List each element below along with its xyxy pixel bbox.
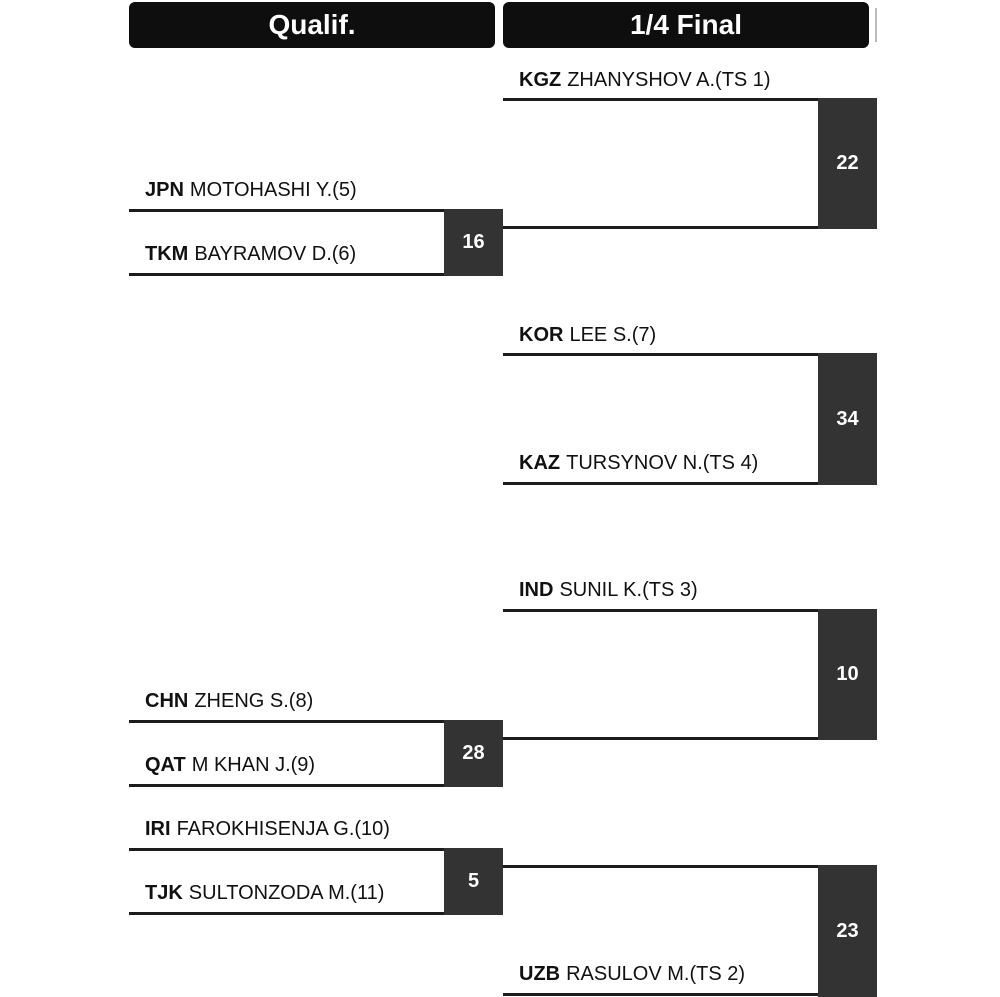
country-code: UZB [519, 963, 561, 985]
bracket-line [503, 609, 877, 612]
country-code: QAT [145, 754, 186, 776]
athlete-name: ZHANYSHOV A.(TS 1) [567, 69, 771, 91]
bracket-line [129, 273, 503, 276]
country-code: IND [519, 579, 554, 601]
qualif-match3-bout-number: 5 [444, 848, 503, 915]
bracket-line [503, 993, 877, 996]
country-code: IRI [145, 818, 171, 840]
qualif-header: Qualif. [129, 2, 495, 48]
qualif-match1-bout-number: 16 [444, 209, 503, 276]
country-code: JPN [145, 179, 184, 201]
athlete-name: SUNIL K.(TS 3) [559, 579, 698, 601]
athlete-name: RASULOV M.(TS 2) [566, 963, 746, 985]
quarterfinal-match4-bout-number: 23 [818, 865, 877, 997]
country-code: KGZ [519, 69, 562, 91]
header-divider [875, 8, 877, 42]
athlete-name: FAROKHISENJA G.(10) [176, 818, 390, 840]
athlete-name: ZHENG S.(8) [194, 690, 314, 712]
country-code: KAZ [519, 452, 561, 474]
bracket-line [503, 226, 877, 229]
country-code: TKM [145, 243, 189, 265]
bracket-line [503, 865, 877, 868]
bracket-line [129, 720, 503, 723]
bracket-line [503, 353, 877, 356]
quarterfinal-match2-bout-number: 34 [818, 353, 877, 485]
country-code: TJK [145, 882, 183, 904]
quarterfinal-match1-bout-number: 22 [818, 98, 877, 229]
quarterfinal-header: 1/4 Final [503, 2, 869, 48]
bracket-line [503, 482, 877, 485]
bracket-line [129, 209, 503, 212]
quarterfinal-match3-bout-number: 10 [818, 609, 877, 740]
country-code: KOR [519, 324, 564, 346]
bracket-line [503, 737, 877, 740]
bracket-line [129, 784, 503, 787]
bracket-line [129, 912, 503, 915]
athlete-name: BAYRAMOV D.(6) [194, 243, 357, 265]
bracket-line [129, 848, 503, 851]
athlete-name: TURSYNOV N.(TS 4) [566, 452, 759, 474]
athlete-name: M KHAN J.(9) [191, 754, 316, 776]
athlete-name: MOTOHASHI Y.(5) [189, 179, 357, 201]
athlete-name: SULTONZODA M.(11) [188, 882, 385, 904]
qualif-match2-bout-number: 28 [444, 720, 503, 787]
country-code: CHN [145, 690, 189, 712]
bracket-line [503, 98, 877, 101]
athlete-name: LEE S.(7) [569, 324, 657, 346]
